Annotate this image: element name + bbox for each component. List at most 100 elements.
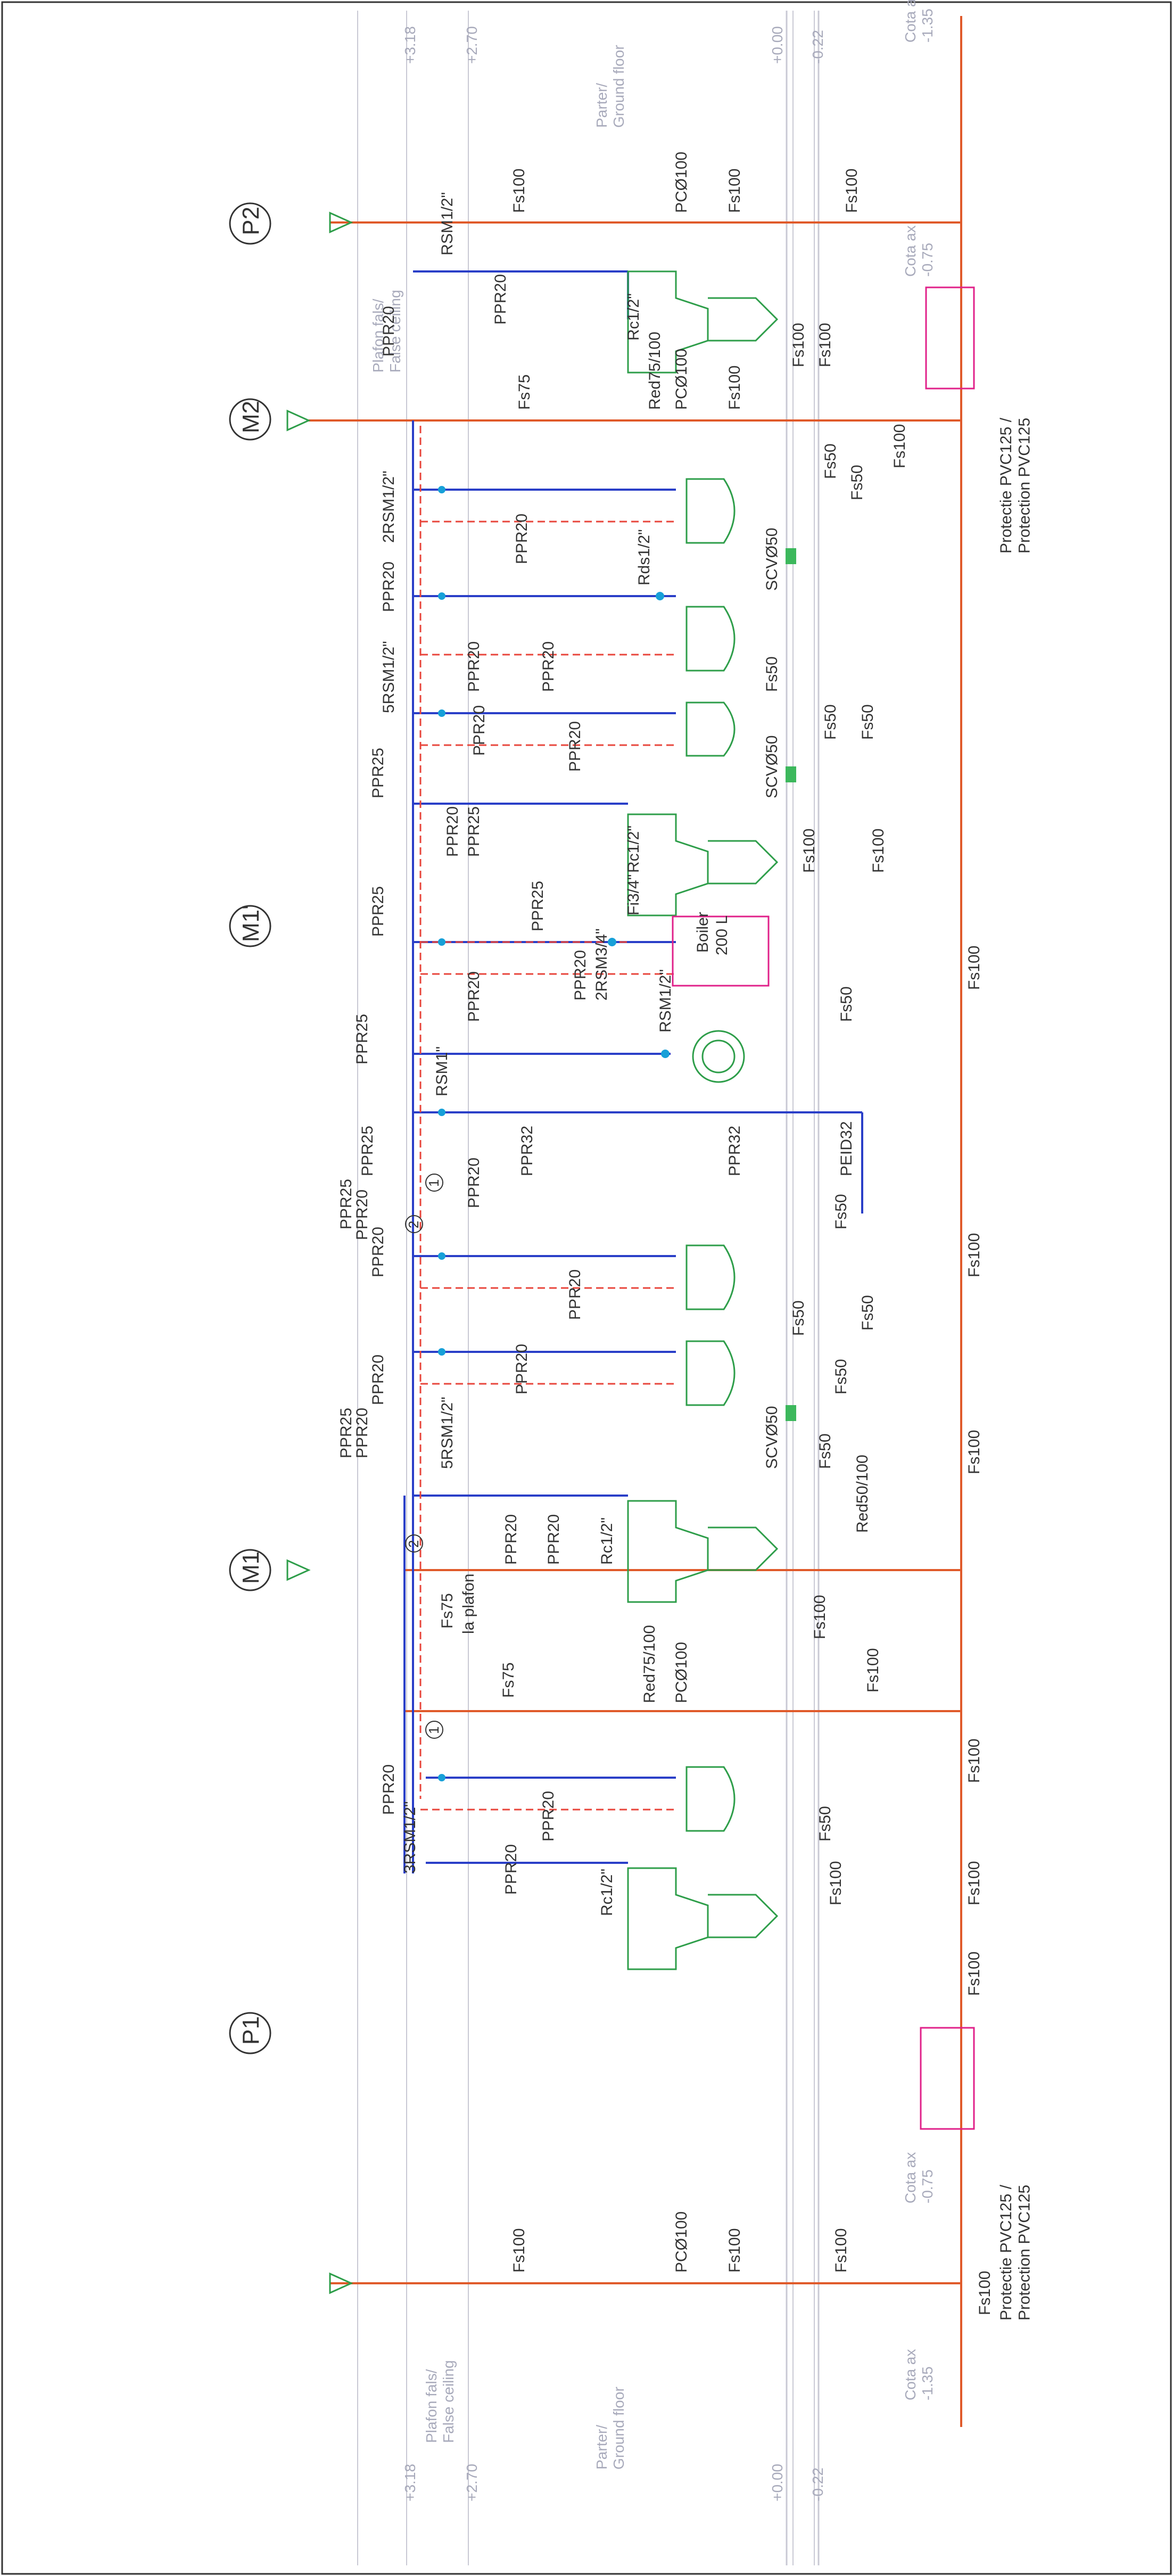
level-top-2: +0.00 [769,2464,786,2501]
boiler-line1: Boiler [694,912,712,953]
callouts: 2 1 2 1 [405,1174,443,1739]
label-scv-c: SCVØ50 [763,1406,781,1469]
level-right-0: +3.18 [402,26,418,64]
hot-water-pipes [419,426,676,1811]
callout-3: 1 [426,1179,442,1187]
label-fs100-p1-b: Fs100 [726,2228,744,2273]
label-fs100-m: Fs100 [827,1861,845,1905]
label-fs100-j: Fs100 [811,1595,829,1639]
label-ppr20-m2-b: PPR20 [492,274,509,325]
boiler-line2: 200 L [713,915,731,955]
label-fs100-n: Fs100 [965,1861,983,1905]
label-ppr20-w: PPR20 [502,1844,520,1895]
level-top-0: +3.18 [402,2464,418,2501]
axis-m1: M1 [238,1551,264,1584]
axis-p1: P1 [238,2016,264,2045]
label-ppr25-g: PPR25 [337,1179,355,1229]
level-top-3: -0.22 [809,2467,826,2501]
label-rc-m2: Rc1/2" [625,293,642,341]
label-pc100-m2: PCØ100 [673,349,690,410]
axis-bubbles: P1 M1 M1' M2 P2 [229,202,271,2054]
label-ppr25-e: PPR25 [353,1014,371,1064]
axis-p2: P2 [238,207,264,235]
label-rds: Rds1/2" [635,529,653,585]
label-pc100-p1: PCØ100 [673,2211,690,2273]
label-fs75-m2: Fs75 [516,374,533,410]
label-ppr20-m2-a: PPR20 [380,306,398,357]
label-rsm2-a: 2RSM1/2" [380,470,398,543]
pipe-labels: Fs100 PCØ100 Fs100 Fs100 RSM1/2" PPR20 P… [337,152,994,2315]
label-ppr20-u: PPR20 [380,1764,398,1815]
label-ppr20-h: PPR20 [566,721,584,772]
label-fs100-p2-a: Fs100 [510,169,528,213]
label-rsm12-b: RSM1/2" [657,969,674,1033]
scv-traps [786,548,796,1421]
valves [438,486,670,1781]
label-ppr20-i: PPR20 [444,806,461,857]
label-ppr20-k: PPR20 [572,950,589,1001]
label-rsm3: 3RSM1/2" [401,1801,419,1873]
label-rsm-p2: RSM1/2" [439,192,456,255]
label-ppr20-c: PPR20 [513,514,531,564]
label-fs50-b: Fs50 [848,465,866,500]
label-fs100-m2-b: Fs100 [790,323,807,367]
level-markers: +3.18 +2.70 +0.00 -0.22 +3.18 +2.70 +0.0… [402,26,826,2501]
label-ppr20-p: PPR20 [513,1344,531,1394]
floor-slab [786,11,820,2565]
label-red-m1: Red75/100 [641,1625,658,1703]
cota-right-top: Cota ax-1.35 [902,0,936,43]
cota-right-mid: Cota ax-0.75 [902,226,936,277]
label-ppr20-j: PPR20 [465,971,483,1022]
label-fs100-p2-c: Fs100 [843,169,861,213]
label-fs50-j: Fs50 [816,1433,834,1469]
level-right-3: -0.22 [809,30,826,64]
label-ppr32-a: PPR32 [518,1126,536,1176]
label-fs50-d: Fs50 [822,704,839,740]
protection-label-left: Protectie PVC125 /Protection PVC125 [997,2184,1034,2321]
label-scv-b: SCVØ50 [763,736,781,798]
label-peid32: PEID32 [838,1121,855,1176]
label-rc-b: Rc1/2" [625,825,642,873]
floor-label-right: Parter/Ground floor [593,45,627,128]
label-rsm-2-34: 2RSM3/4" [593,928,610,1001]
label-fi34: Fi3/4" [625,874,642,915]
label-ppr20-o: PPR20 [566,1269,584,1320]
vent-caps [286,211,353,2294]
label-ppr25-a: PPR25 [369,748,387,798]
label-red-m2: Red75/100 [646,332,664,410]
label-fs50-k: Fs50 [832,1359,850,1394]
floor-label-left: Parter/Ground floor [593,2387,627,2470]
protection-sleeves [920,286,975,2130]
label-fs50-a: Fs50 [822,443,839,479]
label-ppr25-f: PPR25 [359,1126,376,1176]
callout-1: 1 [426,1727,442,1734]
label-fs100-m2-a: Fs100 [726,366,744,410]
label-pc100-m1: PCØ100 [673,1642,690,1703]
label-ppr20-d: PPR20 [380,562,398,612]
label-fs50-c: Fs50 [763,656,781,692]
callout-2: 2 [406,1221,422,1228]
label-ppr32-b: PPR32 [726,1126,744,1176]
label-fs50-g: Fs50 [832,1194,850,1229]
fixtures [627,270,779,1970]
boiler: Boiler 200 L [672,912,770,987]
stacks [309,221,961,2284]
label-ppr20-g: PPR20 [470,705,488,756]
label-fs100-g: Fs100 [965,946,983,990]
label-ppr25-h: PPR25 [337,1408,355,1458]
label-fs100-l: Fs100 [965,1739,983,1783]
label-fs100-p1-c: Fs100 [832,2228,850,2273]
label-fs50-l: Fs50 [816,1806,834,1842]
label-ppr20-r: PPR20 [369,1355,387,1405]
label-fs75-m1-b: Fs75 [500,1662,517,1698]
axis-m2: M2 [238,401,264,433]
label-ppr20-e: PPR20 [465,641,483,692]
cota-left-top: Cota ax-1.35 [902,2349,936,2401]
label-fs100-p1-a: Fs100 [510,2228,528,2273]
label-ppr25-d: PPR25 [529,881,547,931]
label-la-plafon: la plafon [460,1574,477,1634]
label-ppr20-f: PPR20 [540,641,557,692]
